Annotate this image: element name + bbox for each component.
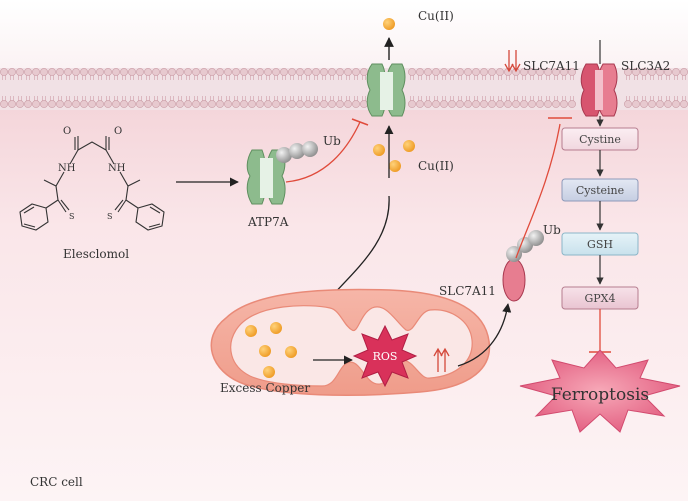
elesclomol-structure (19, 136, 165, 231)
cu-mid-label: Cu(II) (418, 159, 454, 173)
crc-cell-label: CRC cell (30, 475, 83, 489)
elesclomol-label: Elesclomol (63, 247, 129, 261)
ub-top-label: Ub (323, 134, 341, 148)
gpx4-label: GPX4 (584, 292, 615, 305)
ros-to-slc7a11-arrow (457, 303, 512, 367)
ubiquitin-bottom (506, 230, 544, 262)
excess-copper-label: Excess Copper (220, 381, 310, 395)
extracellular-space (0, 0, 688, 80)
molecule-nh-left: NH (58, 163, 76, 174)
atp7a-inhibition-bar (351, 118, 369, 126)
cu-top-label: Cu(II) (418, 9, 454, 23)
slc7a11-downregulation-arrows (504, 50, 521, 73)
ros-burst (352, 324, 418, 388)
atp7a-label: ATP7A (247, 215, 289, 229)
molecule-o-left: O (63, 126, 71, 137)
atp7a-membrane-channel (366, 63, 406, 117)
copper-ion (383, 18, 395, 30)
molecule-nh-right: NH (108, 163, 126, 174)
excess-copper-particles (245, 322, 297, 378)
slc7a11-inhibition-line (515, 123, 561, 259)
cystine-label: Cystine (579, 133, 621, 146)
cell-membrane (0, 68, 688, 110)
gsh-label: GSH (587, 238, 613, 251)
mitochondrion (210, 288, 491, 397)
ros-upregulation-arrows (433, 347, 450, 372)
copper-cluster-intracellular (373, 140, 415, 172)
molecule-o-right: O (114, 126, 122, 137)
ubiquitin-top (276, 141, 318, 163)
atp7a-inhibition-line (285, 121, 361, 183)
atp7a-internalized (246, 149, 286, 205)
cysteine-label: Cysteine (576, 184, 624, 197)
slc7a11-membrane-label: SLC7A11 (523, 59, 580, 73)
molecule-s-right: S (107, 212, 112, 221)
ub-bottom-label: Ub (543, 223, 561, 237)
ferroptosis-burst (519, 349, 681, 433)
ferroptosis-label: Ferroptosis (551, 385, 649, 405)
slc7a11-free-label: SLC7A11 (439, 284, 496, 298)
molecule-s-left: S (69, 212, 74, 221)
ros-label: ROS (373, 350, 398, 363)
slc7a11-slc3a2-transporter (580, 63, 618, 117)
slc3a2-label: SLC3A2 (621, 59, 670, 73)
slc7a11-degraded (502, 258, 526, 302)
